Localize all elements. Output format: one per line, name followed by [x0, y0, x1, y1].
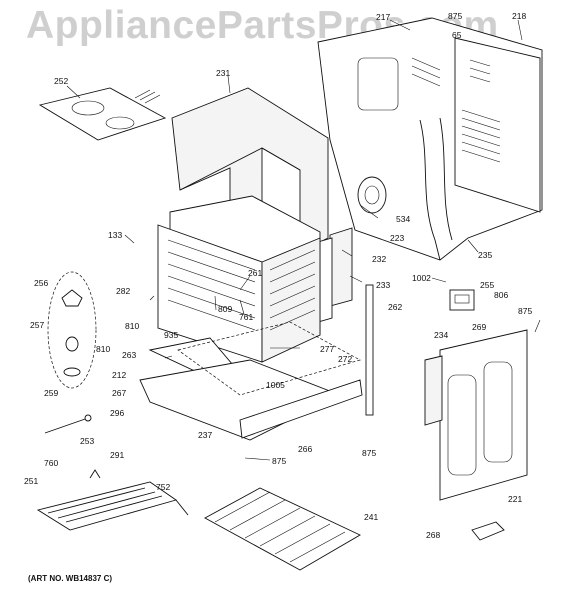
part-255-switch: [449, 289, 475, 311]
callout-234: 234: [434, 330, 449, 340]
callout-267: 267: [112, 388, 127, 398]
callout-810-center: 810: [125, 321, 140, 331]
callout-233: 233: [376, 280, 391, 290]
callout-237: 237: [198, 430, 213, 440]
callout-217: 217: [376, 12, 391, 22]
part-241-rack: [204, 487, 361, 571]
part-231-wrapper: [171, 87, 329, 253]
part-252-plate: [38, 87, 167, 141]
callout-760: 760: [44, 458, 59, 468]
oven-cavity: [157, 195, 321, 363]
part-256-light-group: [47, 271, 97, 389]
leader-lines: [66, 19, 541, 461]
part-262-rail: [365, 284, 374, 416]
callout-935: 935: [164, 330, 179, 340]
art-number: (ART NO. WB14837 C): [28, 574, 113, 583]
callout-875-right: 875: [518, 306, 533, 316]
callout-810-left: 810: [96, 344, 111, 354]
callout-875-bottom: 875: [272, 456, 287, 466]
callout-259: 259: [44, 388, 59, 398]
callout-263: 263: [122, 350, 137, 360]
part-218-vent-panel: [454, 37, 541, 213]
callout-268: 268: [426, 530, 441, 540]
callout-266: 266: [298, 444, 313, 454]
callout-761: 761: [239, 312, 254, 322]
callout-133: 133: [108, 230, 123, 240]
callout-269: 269: [472, 322, 487, 332]
callout-65: 65: [452, 30, 462, 40]
callout-277: 277: [320, 344, 335, 354]
callout-1005: 1005: [266, 380, 285, 390]
callout-218: 218: [512, 11, 527, 21]
part-253-sensor: [44, 414, 92, 434]
callout-221: 221: [508, 494, 523, 504]
callout-235: 235: [478, 250, 493, 260]
callout-806: 806: [494, 290, 509, 300]
callout-212: 212: [112, 370, 127, 380]
callout-809: 809: [218, 304, 233, 314]
callout-252: 252: [54, 76, 69, 86]
callout-251: 251: [24, 476, 39, 486]
callout-282: 282: [116, 286, 131, 296]
part-232-side-panel: [317, 227, 353, 323]
part-268-handle: [471, 521, 505, 541]
callout-875-lower: 875: [362, 448, 377, 458]
callout-296: 296: [110, 408, 125, 418]
callout-875-top: 875: [448, 11, 463, 21]
callout-262: 262: [388, 302, 403, 312]
part-251-bake-element: [36, 469, 189, 531]
callout-261: 261: [248, 268, 263, 278]
callout-1002: 1002: [412, 273, 431, 283]
callout-291: 291: [110, 450, 125, 460]
callout-256: 256: [34, 278, 49, 288]
callout-272: 272: [338, 354, 353, 364]
callout-223: 223: [390, 233, 405, 243]
callout-255: 255: [480, 280, 495, 290]
part-221-door: [424, 329, 528, 501]
callout-253: 253: [80, 436, 95, 446]
callout-241: 241: [364, 512, 379, 522]
callout-232: 232: [372, 254, 387, 264]
part-263-frame: [139, 321, 363, 441]
callout-257: 257: [30, 320, 45, 330]
callout-534: 534: [396, 214, 411, 224]
callout-752: 752: [156, 482, 171, 492]
callout-231: 231: [216, 68, 231, 78]
